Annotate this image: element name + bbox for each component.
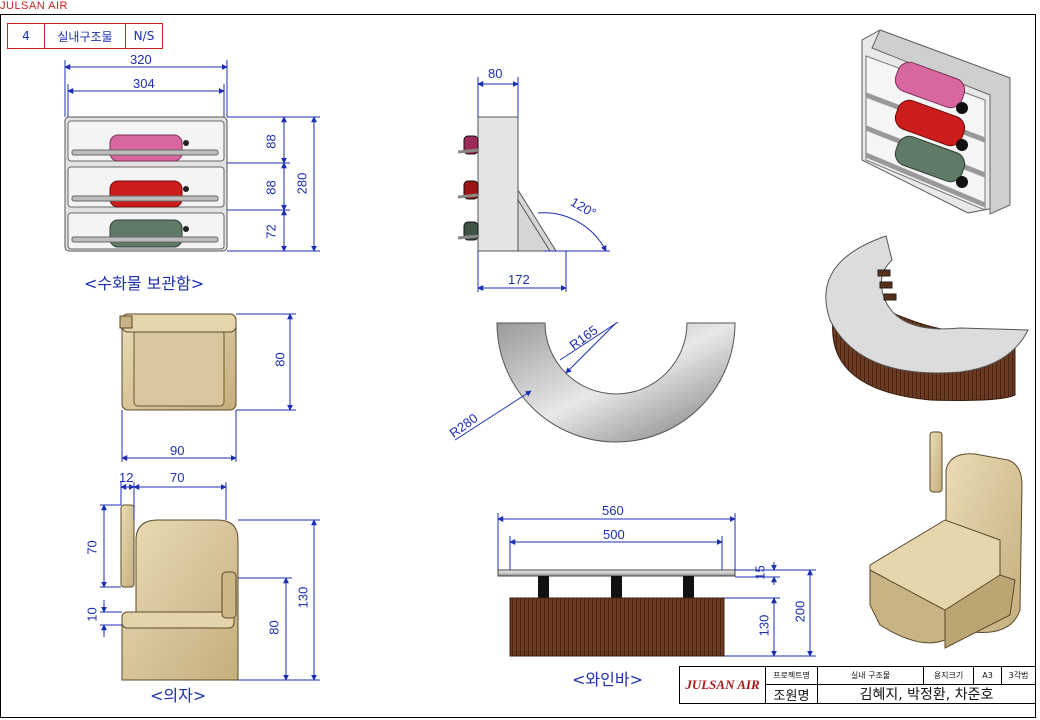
side-dimension-lines (477, 77, 610, 292)
dim-bar-200: 200 (792, 600, 808, 623)
dim-chair-80: 80 (266, 620, 282, 635)
dim-88-top: 88 (263, 134, 279, 149)
team-label: 조원명 (766, 685, 818, 704)
arc-dimension-lines (454, 321, 619, 441)
project-value: 실내 구조물 (818, 667, 924, 685)
dim-seat-90: 90 (170, 443, 185, 458)
storage-dimension-lines (64, 60, 320, 252)
dim-bar-560: 560 (602, 503, 624, 518)
title-block: JULSAN AIR 프로젝트명 실내 구조물 용지크기 A3 3각법 조원명 … (679, 666, 1036, 704)
winebar-caption: <와인바> (572, 670, 643, 689)
dim-304: 304 (133, 76, 155, 91)
chair-side-view (120, 504, 239, 681)
drawing-frame (0, 14, 1036, 718)
dim-88-mid: 88 (263, 180, 279, 195)
wine-bar-front-view (497, 569, 736, 657)
team-value: 김혜지, 박정환, 차준호 (859, 687, 994, 703)
paper-label: 용지크기 (924, 667, 974, 685)
dim-bar-130: 130 (756, 614, 772, 637)
dim-chair-70w: 70 (170, 470, 185, 485)
paper-value: A3 (974, 667, 1002, 685)
dim-280: 280 (294, 172, 310, 195)
dim-172: 172 (508, 272, 530, 287)
seat-top-dimension-lines (121, 313, 296, 462)
drawing-number: 4 (8, 24, 45, 48)
dim-side-80: 80 (488, 66, 503, 81)
dim-bar-500: 500 (603, 527, 625, 542)
wine-bar-top-view (496, 322, 736, 443)
brand-label: JULSAN AIR (0, 0, 68, 12)
chair-caption: <의자> (150, 686, 207, 705)
project-label: 프로젝트명 (766, 667, 818, 685)
storage-isometric (861, 29, 1011, 215)
title-block-logo: JULSAN AIR (680, 667, 766, 703)
chair-dimension-lines (100, 482, 320, 681)
dim-chair-70h: 70 (84, 540, 100, 555)
dim-72: 72 (263, 224, 279, 239)
storage-caption: <수화물 보관함> (84, 274, 205, 293)
dim-chair-10: 10 (84, 607, 100, 622)
chair-isometric (869, 431, 1023, 649)
drawing-header: 4 실내구조물 N/S (7, 23, 163, 49)
storage-side-view (457, 116, 557, 252)
drawing-scale: N/S (133, 29, 155, 43)
storage-front-view (64, 116, 228, 252)
projection-method: 3각법 (1002, 667, 1035, 685)
dim-chair-130: 130 (295, 586, 311, 609)
drawing-title: 실내구조물 (45, 24, 126, 48)
dim-chair-12: 12 (119, 470, 134, 485)
dim-seat-80: 80 (272, 352, 288, 367)
seat-top-view (119, 313, 237, 411)
wine-bar-isometric (825, 235, 1029, 401)
dim-320: 320 (130, 52, 152, 67)
wine-bar-dimension-lines (497, 513, 816, 657)
dim-bar-15: 15 (752, 565, 768, 580)
